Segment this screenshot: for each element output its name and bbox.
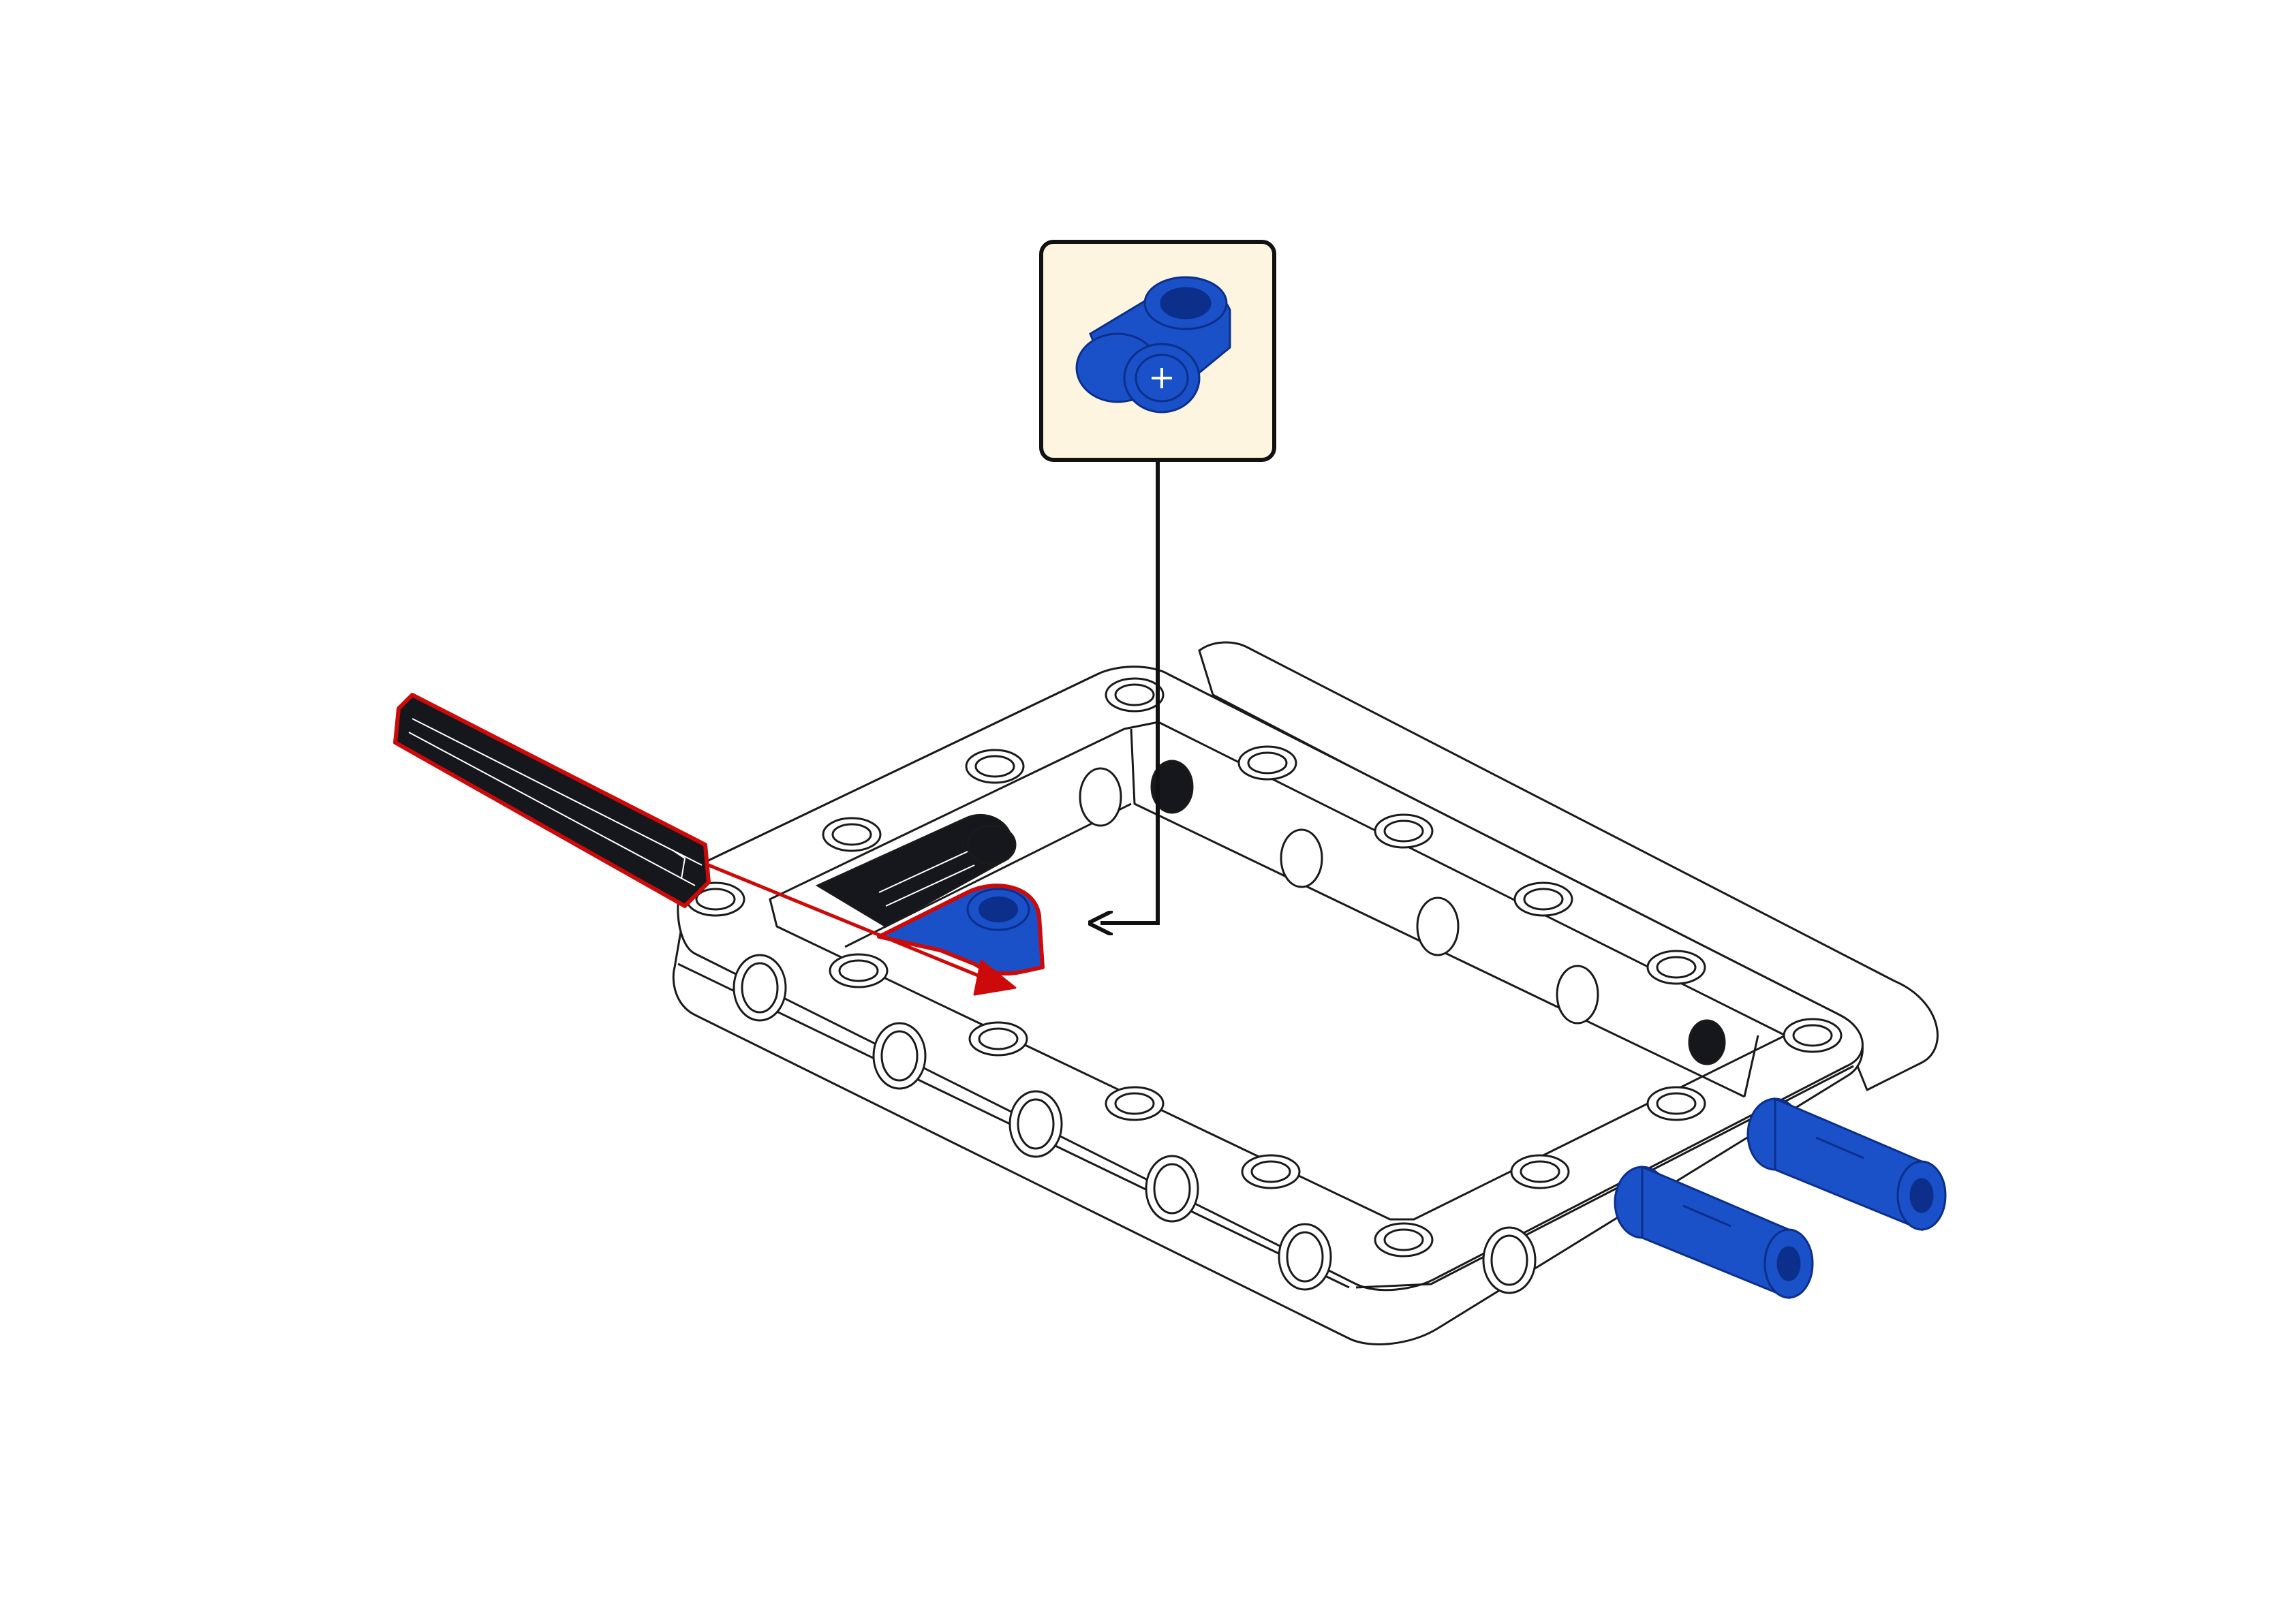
back-frame [1198, 641, 1939, 1091]
axle-pin-connector-blue [877, 884, 1045, 975]
frame-holes [686, 677, 1843, 1258]
axle-pin-connector-perpendicular-icon [1075, 276, 1231, 413]
technic-pin-blue-left [1614, 1165, 1814, 1300]
technic-beam-connector-black [815, 813, 1017, 928]
frame-side-holes [733, 767, 1599, 1294]
frame-bushings [1150, 760, 1726, 1065]
technic-axle-black [393, 693, 711, 908]
insertion-arrow [708, 863, 1017, 996]
callout-leader-line [1100, 460, 1160, 923]
technic-pin-blue-right [1746, 1097, 1947, 1232]
callout-box [1039, 240, 1276, 462]
